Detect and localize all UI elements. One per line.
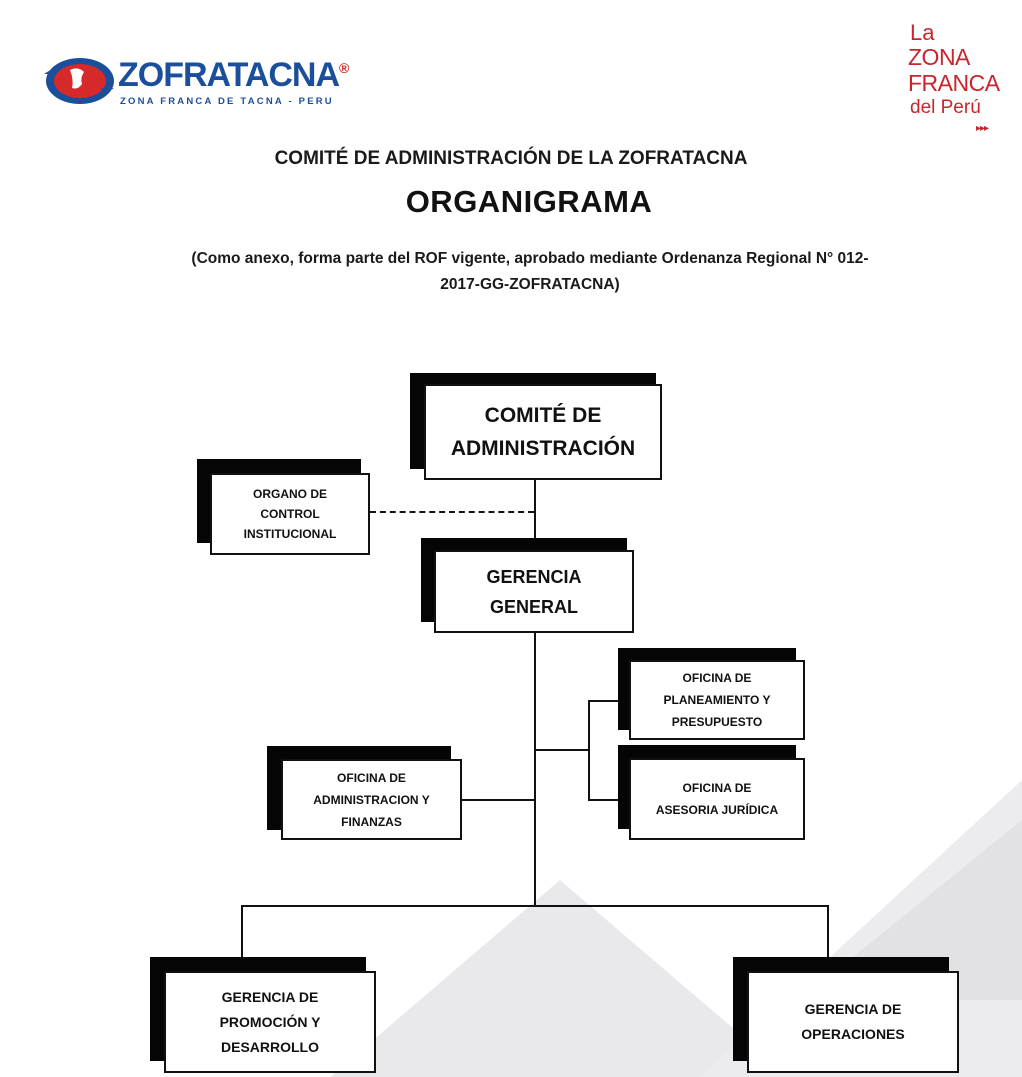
planeamiento-line-2: PLANEAMIENTO Y (663, 693, 771, 707)
promocion-line-2: PROMOCIÓN Y (219, 1013, 321, 1030)
annex-note-line-1: (Como anexo, forma parte del ROF vigente… (191, 250, 869, 267)
connector-operaciones (827, 905, 829, 963)
document-heading: ORGANIGRAMA (405, 184, 653, 219)
connector-staff-vertical (588, 700, 590, 800)
control-line-3: INSTITUCIONAL (243, 527, 337, 541)
annex-note: (Como anexo, forma parte del ROF vigente… (130, 246, 930, 298)
planeamiento-line-3: PRESUPUESTO (671, 715, 763, 729)
zona-franca-line-4: del Perú (910, 97, 981, 118)
asesoria-line-2: ASESORIA JURÍDICA (655, 803, 779, 817)
promocion-line-3: DESARROLLO (221, 1038, 319, 1055)
logo-registered-mark: ® (339, 60, 349, 76)
globe-arrow-icon (44, 58, 114, 104)
comite-line-1: COMITÉ DE (484, 404, 602, 427)
asesoria-line-1: OFICINA DE (682, 781, 752, 795)
administracion-line-1: OFICINA DE (337, 770, 406, 785)
operaciones-line-1: GERENCIA DE (804, 1001, 902, 1017)
asesoria-box: OFICINA DE ASESORIA JURÍDICA (629, 758, 805, 840)
connector-promocion (241, 905, 243, 963)
operaciones-box: GERENCIA DE OPERACIONES (747, 971, 959, 1073)
gerencia-general-box: GERENCIA GENERAL (434, 550, 634, 633)
administracion-line-2: ADMINISTRACION Y (313, 792, 430, 807)
connector-planeamiento (588, 700, 630, 702)
connector-comite-gerencia (534, 478, 536, 548)
connector-bottom-horizontal (241, 905, 829, 907)
logo-subtitle: ZONA FRANCA DE TACNA - PERU (120, 96, 334, 107)
gerencia-general-line-1: GERENCIA (486, 566, 582, 587)
annex-note-line-2: 2017-GG-ZOFRATACNA) (440, 276, 620, 293)
document-title: COMITÉ DE ADMINISTRACIÓN DE LA ZOFRATACN… (274, 148, 748, 169)
logo-wordmark-text: ZOFRATACNA (118, 56, 340, 94)
organo-control-box: ORGANO DE CONTROL INSTITUCIONAL (210, 473, 370, 555)
zona-franca-logo: La ZONA FRANCA del Perú ▸▸▸ (902, 20, 1020, 145)
connector-staff-horizontal (536, 749, 590, 751)
operaciones-line-2: OPERACIONES (801, 1026, 905, 1042)
administracion-box: OFICINA DE ADMINISTRACION Y FINANZAS (281, 759, 462, 840)
gerencia-general-line-2: GENERAL (489, 596, 578, 617)
connector-gerencia-trunk (534, 632, 536, 906)
promocion-box: GERENCIA DE PROMOCIÓN Y DESARROLLO (164, 971, 376, 1073)
control-line-2: CONTROL (260, 507, 320, 521)
planeamiento-box: OFICINA DE PLANEAMIENTO Y PRESUPUESTO (629, 660, 805, 740)
connector-asesoria (588, 799, 630, 801)
connector-control-dashed (370, 511, 534, 513)
promocion-line-1: GERENCIA DE (221, 988, 319, 1005)
control-line-1: ORGANO DE (252, 487, 327, 501)
zona-franca-line-3: FRANCA (908, 70, 1000, 96)
zofratacna-logo: ZOFRATACNA® ZONA FRANCA DE TACNA - PERU (40, 44, 360, 118)
zona-franca-line-2: ZONA (908, 44, 970, 70)
arrow-icons: ▸▸▸ (976, 123, 989, 134)
comite-line-2: ADMINISTRACIÓN (450, 437, 636, 460)
comite-administracion-box: COMITÉ DE ADMINISTRACIÓN (424, 384, 662, 480)
planeamiento-line-1: OFICINA DE (682, 671, 752, 685)
administracion-line-3: FINANZAS (341, 814, 402, 829)
connector-administracion (461, 799, 535, 801)
zona-franca-line-1: La (910, 20, 935, 45)
logo-wordmark: ZOFRATACNA® (118, 56, 349, 95)
